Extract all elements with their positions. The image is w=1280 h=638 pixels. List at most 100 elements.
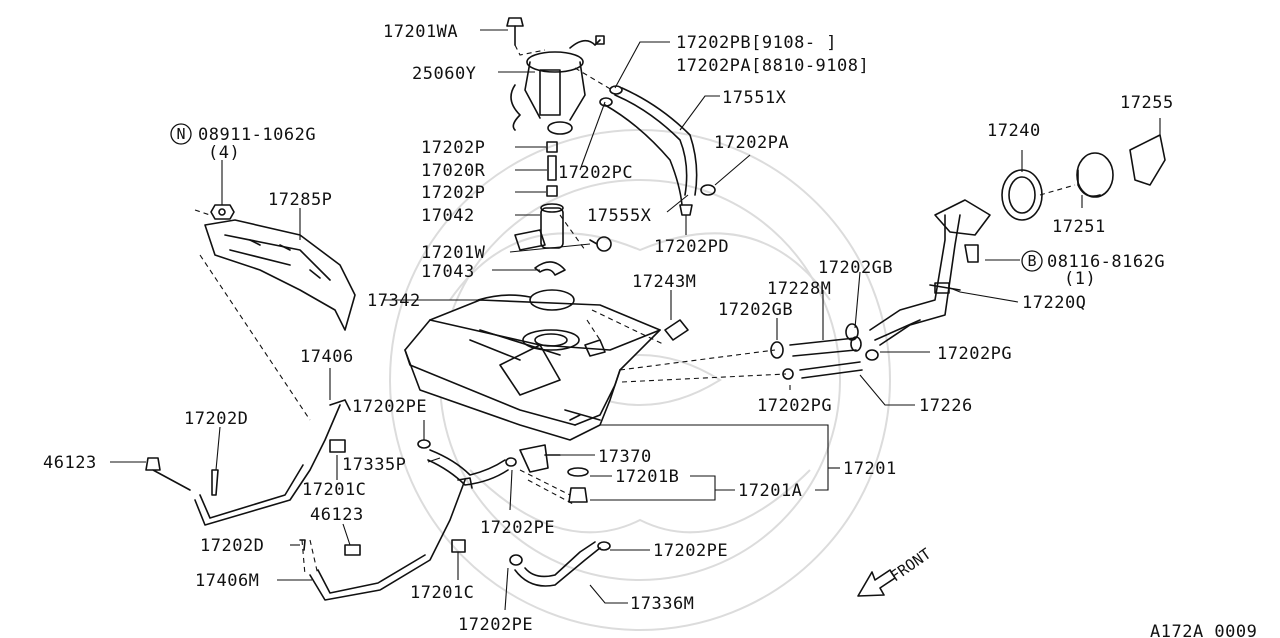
assembly-line bbox=[301, 539, 319, 576]
fuel-tank-17201 bbox=[404, 299, 661, 441]
label-25060y: 25060Y bbox=[412, 64, 476, 84]
strap-top bbox=[477, 294, 531, 301]
label-46123-a: 46123 bbox=[43, 453, 97, 473]
label-17201b: 17201B bbox=[615, 467, 679, 487]
label-17336m: 17336M bbox=[630, 594, 694, 614]
label-17370: 17370 bbox=[598, 447, 652, 467]
label-17240: 17240 bbox=[987, 121, 1041, 141]
label-17202pe-c: 17202PE bbox=[653, 541, 728, 561]
label-17406: 17406 bbox=[300, 347, 354, 367]
label-17251: 17251 bbox=[1052, 217, 1106, 237]
tether-17255 bbox=[1129, 134, 1166, 186]
strap-17406 bbox=[194, 399, 351, 526]
label-17202pb: 17202PB[9108- ] bbox=[676, 33, 837, 53]
filler-cap-ring-17240 bbox=[1001, 169, 1043, 221]
label-17202p-b: 17202P bbox=[421, 183, 485, 203]
bolt-17202d-a bbox=[211, 469, 219, 496]
label-17202pg-a: 17202PG bbox=[937, 344, 1012, 364]
hose-17228m bbox=[789, 336, 862, 357]
front-arrow-icon: FRONT bbox=[857, 545, 934, 597]
label-17202gb-a: 17202GB bbox=[818, 258, 893, 278]
part-labels: 17201WA 25060Y 17202PB[9108- ] 17202PA[8… bbox=[43, 22, 1257, 638]
assembly-line bbox=[194, 209, 211, 216]
protector-17243m bbox=[664, 319, 689, 341]
label-17228m: 17228M bbox=[767, 279, 831, 299]
label-17202d-a: 17202D bbox=[184, 409, 248, 429]
bolt-46123-a bbox=[145, 457, 191, 491]
hose-17335p bbox=[427, 449, 509, 486]
label-17202pd: 17202PD bbox=[654, 237, 729, 257]
label-17202pe-a: 17202PE bbox=[352, 397, 427, 417]
nut-08911 bbox=[210, 204, 235, 220]
bolt-17201wa bbox=[506, 17, 524, 46]
plug-17201a bbox=[568, 487, 588, 503]
assembly-line bbox=[519, 469, 576, 506]
circle-mark-b: B bbox=[1021, 250, 1043, 272]
assembly-line bbox=[199, 254, 311, 421]
bolt-17202d-b bbox=[299, 539, 306, 551]
clamp-17202gb-b bbox=[845, 323, 859, 341]
hose-17336m bbox=[514, 541, 601, 587]
clamp-17202pe-b bbox=[505, 457, 517, 467]
bolt-17201c-a bbox=[329, 439, 346, 453]
filler-cap-17251 bbox=[1076, 152, 1114, 198]
label-17202pe-b: 17202PE bbox=[480, 518, 555, 538]
label-17555x: 17555X bbox=[587, 206, 652, 226]
label-17202p-a: 17202P bbox=[421, 138, 485, 158]
clamp-17202p-b bbox=[546, 185, 558, 197]
washer-17201b bbox=[567, 467, 589, 477]
label-17202pa-range: 17202PA[8810-9108] bbox=[676, 56, 869, 76]
assembly-line bbox=[559, 214, 586, 251]
label-17285p: 17285P bbox=[268, 190, 332, 210]
clamp-17202pg-b bbox=[782, 368, 794, 380]
leader-lines bbox=[110, 29, 1161, 611]
label-17202pe-d: 17202PE bbox=[458, 615, 533, 635]
assembly-line bbox=[619, 349, 787, 383]
clip-17043 bbox=[534, 261, 566, 276]
label-17043: 17043 bbox=[421, 262, 475, 282]
label-08911: 08911-1062G bbox=[198, 125, 316, 145]
label-17551x: 17551X bbox=[722, 88, 787, 108]
label-17201wa: 17201WA bbox=[383, 22, 458, 42]
label-17202pa: 17202PA bbox=[714, 133, 789, 153]
clamp-17202pa bbox=[700, 184, 716, 196]
label-17042: 17042 bbox=[421, 206, 475, 226]
svg-text:B: B bbox=[1027, 252, 1036, 270]
label-17243m: 17243M bbox=[632, 272, 696, 292]
front-label: FRONT bbox=[887, 545, 934, 586]
bolt-46123-b bbox=[344, 544, 361, 556]
label-08911-qty: (4) bbox=[208, 143, 240, 163]
label-17020r: 17020R bbox=[421, 161, 486, 181]
label-08116: 08116-8162G bbox=[1047, 252, 1165, 272]
label-17202d-b: 17202D bbox=[200, 536, 264, 556]
clamp-17202pg-a bbox=[865, 349, 879, 361]
filler-neck-17220q bbox=[869, 199, 991, 346]
clamp-17202pc bbox=[599, 97, 613, 107]
valve-17370 bbox=[519, 444, 561, 473]
label-17201c-b: 17201C bbox=[410, 583, 474, 603]
clamp-17202pe-c bbox=[597, 541, 611, 551]
label-17201: 17201 bbox=[843, 459, 897, 479]
clamp-17202p-a bbox=[546, 141, 558, 153]
label-17255: 17255 bbox=[1120, 93, 1174, 113]
bracket-17285p bbox=[204, 219, 356, 331]
label-17201a: 17201A bbox=[738, 481, 802, 501]
assembly-line bbox=[514, 44, 546, 56]
hose-17020r bbox=[547, 155, 557, 181]
hose-17226 bbox=[799, 361, 863, 379]
fuel-pump-17042 bbox=[514, 203, 564, 251]
label-17201c-a: 17201C bbox=[302, 480, 366, 500]
label-17202pc: 17202PC bbox=[558, 163, 633, 183]
label-17226: 17226 bbox=[919, 396, 973, 416]
label-17201w: 17201W bbox=[421, 243, 486, 263]
assembly-line bbox=[586, 309, 666, 346]
circle-mark-n: N bbox=[170, 123, 192, 145]
label-17220q: 17220Q bbox=[1022, 293, 1086, 313]
bolt-17201c-b bbox=[451, 539, 466, 553]
screw-17201w bbox=[589, 236, 612, 252]
assembly-line bbox=[1039, 184, 1076, 196]
fuel-pump-sender-25060y bbox=[510, 35, 605, 135]
hose-17551x bbox=[604, 87, 698, 206]
bolt-08116 bbox=[964, 244, 979, 263]
